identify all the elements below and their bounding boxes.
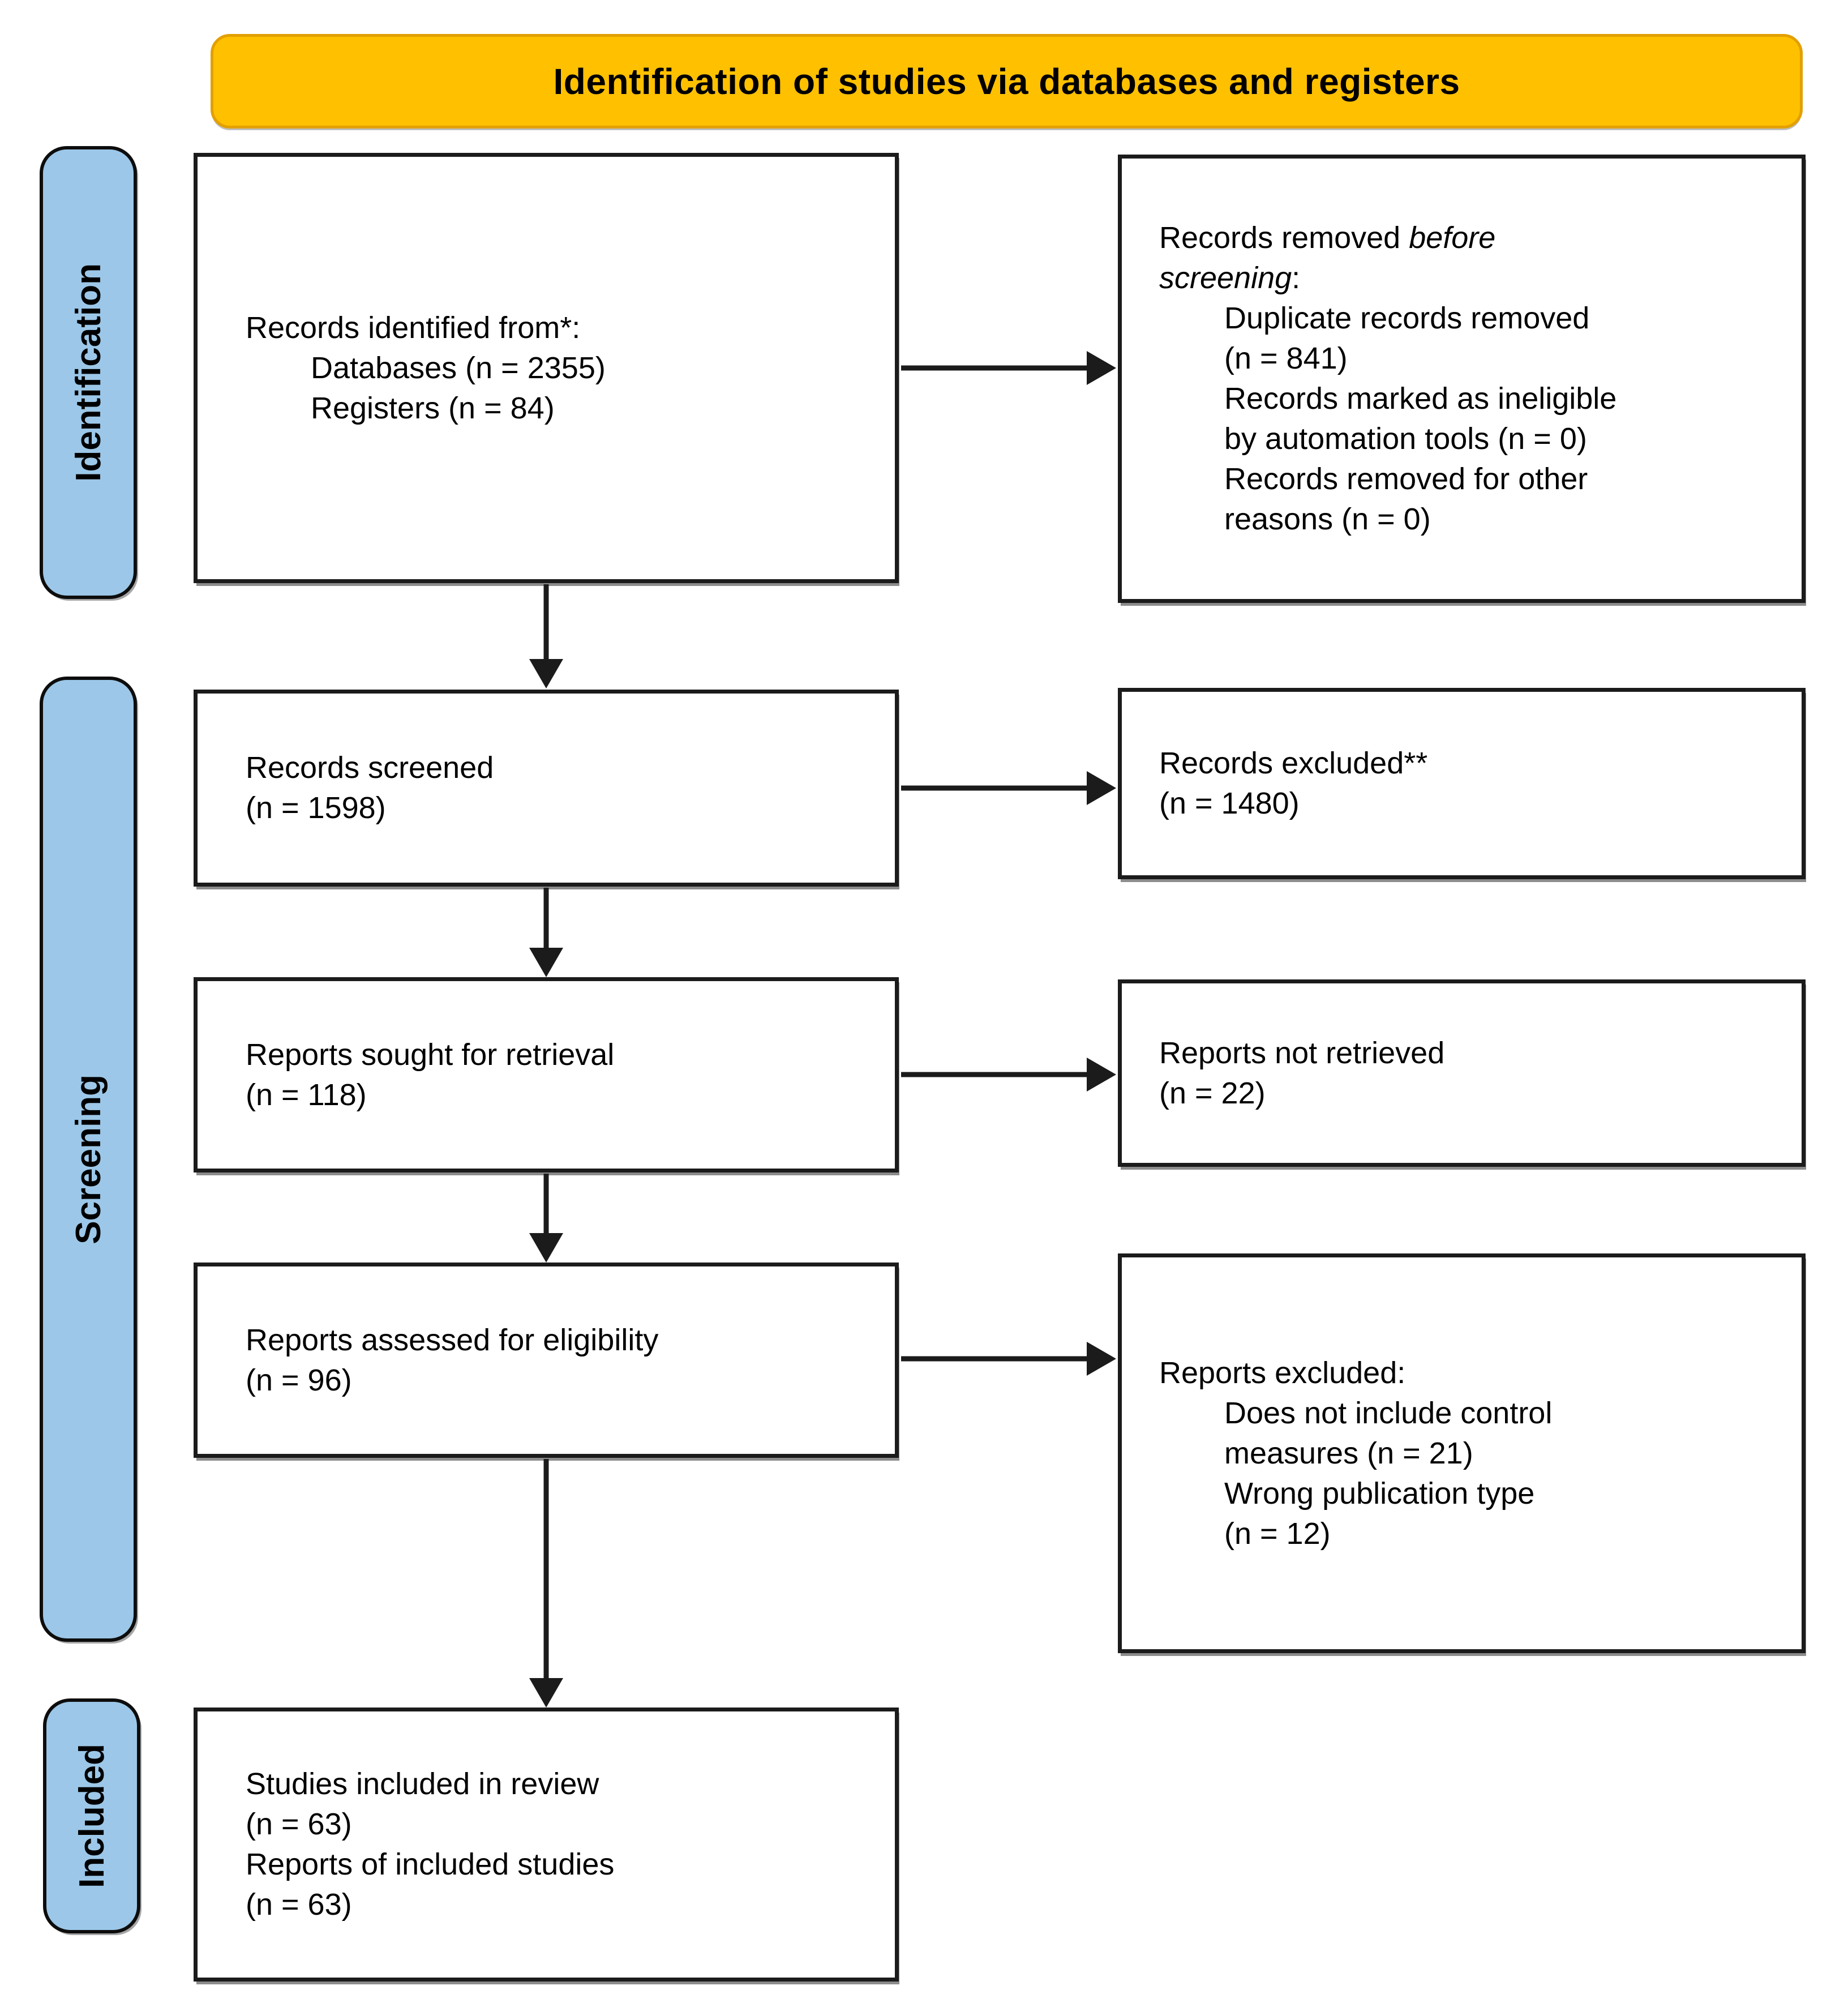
title-banner: Identification of studies via databases … (211, 34, 1803, 129)
box-text-line: Does not include control (1224, 1396, 1553, 1430)
box-text-line: Databases (n = 2355) (311, 350, 606, 385)
arrow-identified-to-removed (901, 351, 1116, 385)
box-text-line: Records screened (246, 751, 494, 785)
box-reports-sought: Reports sought for retrieval (n = 118) (194, 977, 899, 1172)
box-text-line: Registers (n = 84) (311, 391, 555, 425)
stage-label-included-text: Included (72, 1744, 112, 1888)
stage-label-included: Included (43, 1698, 140, 1933)
box-text-line: Wrong publication type (1224, 1476, 1535, 1510)
box-text-line: Reports excluded: (1159, 1355, 1406, 1390)
arrow-sought-to-assessed (529, 1174, 563, 1263)
box-text-line: Records marked as ineligible (1224, 382, 1617, 416)
box-text-line: Studies included in review (246, 1767, 599, 1801)
arrow-assessed-to-reports-excluded (901, 1342, 1116, 1376)
box-text-line: (n = 12) (1224, 1516, 1331, 1551)
box-text-line: (n = 63) (246, 1888, 352, 1922)
box-text-line: screening: (1159, 261, 1301, 295)
arrow-sought-to-not-retrieved (901, 1058, 1116, 1092)
box-text-line: (n = 22) (1159, 1076, 1266, 1110)
box-reports-assessed: Reports assessed for eligibility (n = 96) (194, 1263, 899, 1458)
arrow-identified-to-screened (529, 584, 563, 688)
box-text-line: Duplicate records removed (1224, 301, 1590, 335)
box-text-line: Reports sought for retrieval (246, 1037, 615, 1072)
box-text-line: (n = 1480) (1159, 786, 1300, 820)
box-reports-excluded: Reports excluded: Does not include contro… (1118, 1253, 1806, 1653)
box-text-line: (n = 118) (246, 1077, 367, 1112)
arrow-assessed-to-included (529, 1459, 563, 1708)
box-text-line: Records identified from*: (246, 310, 581, 345)
arrow-screened-to-excluded (901, 771, 1116, 805)
box-text-line: reasons (n = 0) (1224, 502, 1431, 536)
box-text-line: Reports of included studies (246, 1847, 615, 1881)
box-text-line: Records excluded** (1159, 746, 1428, 780)
box-text-line: (n = 63) (246, 1807, 352, 1841)
title-banner-label: Identification of studies via databases … (553, 61, 1460, 102)
stage-label-identification: Identification (40, 146, 137, 599)
box-text-line: Records removed for other (1224, 462, 1588, 496)
box-text-line: (n = 1598) (246, 791, 386, 825)
box-text-line: by automation tools (n = 0) (1224, 422, 1587, 456)
stage-label-screening-text: Screening (68, 1074, 108, 1244)
box-reports-not-retrieved: Reports not retrieved (n = 22) (1118, 979, 1806, 1167)
box-records-identified: Records identified from*: Databases (n = … (194, 153, 899, 583)
box-text-line: Reports assessed for eligibility (246, 1323, 659, 1357)
box-text-line: Records removed before (1159, 221, 1496, 255)
box-text-line: (n = 96) (246, 1363, 352, 1397)
box-text-line: measures (n = 21) (1224, 1436, 1473, 1470)
stage-label-identification-text: Identification (68, 263, 108, 482)
box-text-line: (n = 841) (1224, 341, 1348, 375)
stage-label-screening: Screening (40, 677, 137, 1642)
box-text-line: Reports not retrieved (1159, 1035, 1445, 1070)
box-records-removed-before-screening: Records removed before screening: Duplicat… (1118, 155, 1806, 603)
arrow-screened-to-sought (529, 888, 563, 977)
box-studies-included: Studies included in review (n = 63) Report… (194, 1708, 899, 1982)
box-records-excluded: Records excluded** (n = 1480) (1118, 688, 1806, 879)
box-records-screened: Records screened (n = 1598) (194, 690, 899, 887)
